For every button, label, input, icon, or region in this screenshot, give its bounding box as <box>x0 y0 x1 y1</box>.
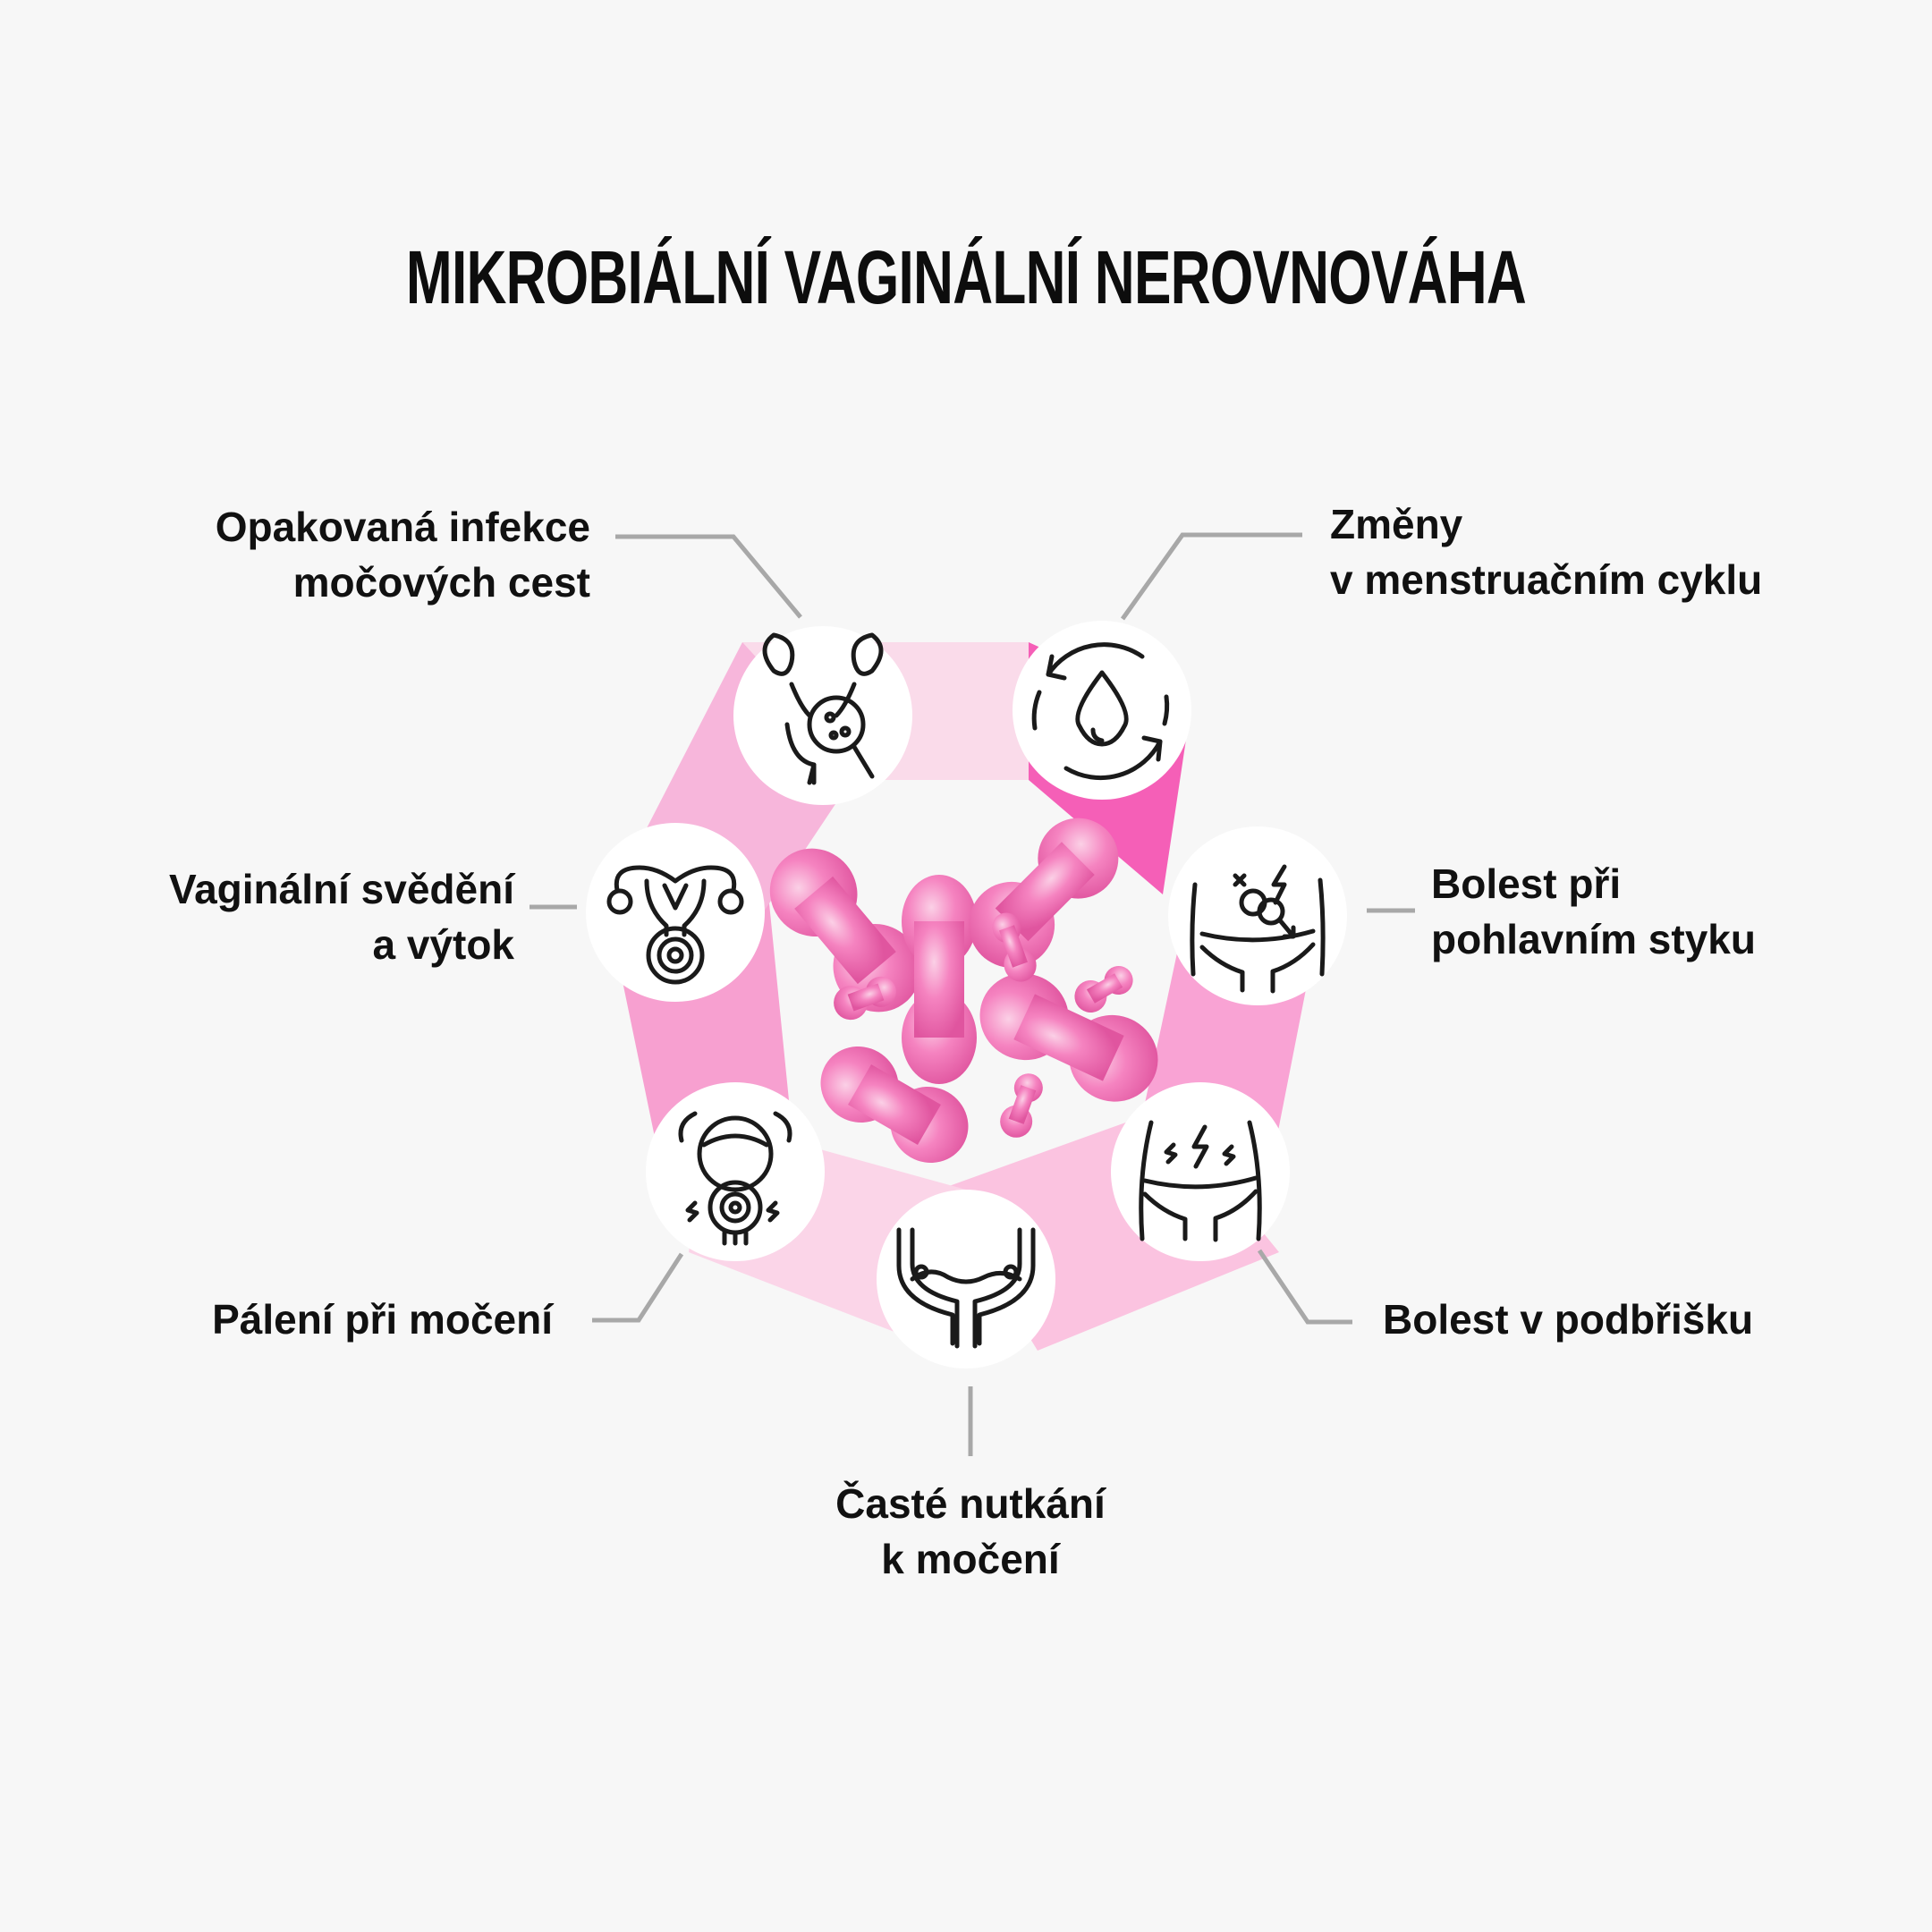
symptom-label-painful-intercourse: Bolest při pohlavním styku <box>1431 860 1756 962</box>
symptom-label-burning-urination: Pálení při močení <box>212 1296 553 1343</box>
connector-4 <box>1257 1249 1352 1325</box>
page-title: MIKROBIÁLNÍ VAGINÁLNÍ NEROVNOVÁHA <box>405 235 1527 319</box>
symptom-label-menstrual-cycle: Změny v menstruačním cyklu <box>1330 501 1763 603</box>
connector-1 <box>615 534 802 619</box>
icon-bladder <box>877 1190 1055 1368</box>
icon-menstrual-cycle <box>1013 621 1191 800</box>
icon-uterus <box>586 823 765 1002</box>
symptom-label-abdominal-pain: Bolest v podbřišku <box>1383 1296 1754 1343</box>
symptom-label-uterus: Vaginální svědění a výtok <box>168 866 514 968</box>
icon-painful-intercourse <box>1168 826 1347 1005</box>
bacteria-cluster <box>769 818 1158 1164</box>
icon-burning-urination <box>646 1082 825 1261</box>
icon-abdominal-pain <box>1111 1082 1290 1261</box>
connector-6 <box>592 1252 684 1323</box>
connector-2 <box>1120 532 1302 621</box>
icon-urinary-tract-infection <box>733 626 912 805</box>
symptom-label-urinary-tract-infection: Opakovaná infekce močových cest <box>215 504 590 606</box>
symptom-label-bladder: Časté nutkání k močení <box>835 1480 1106 1582</box>
connector-lines <box>530 532 1415 1456</box>
